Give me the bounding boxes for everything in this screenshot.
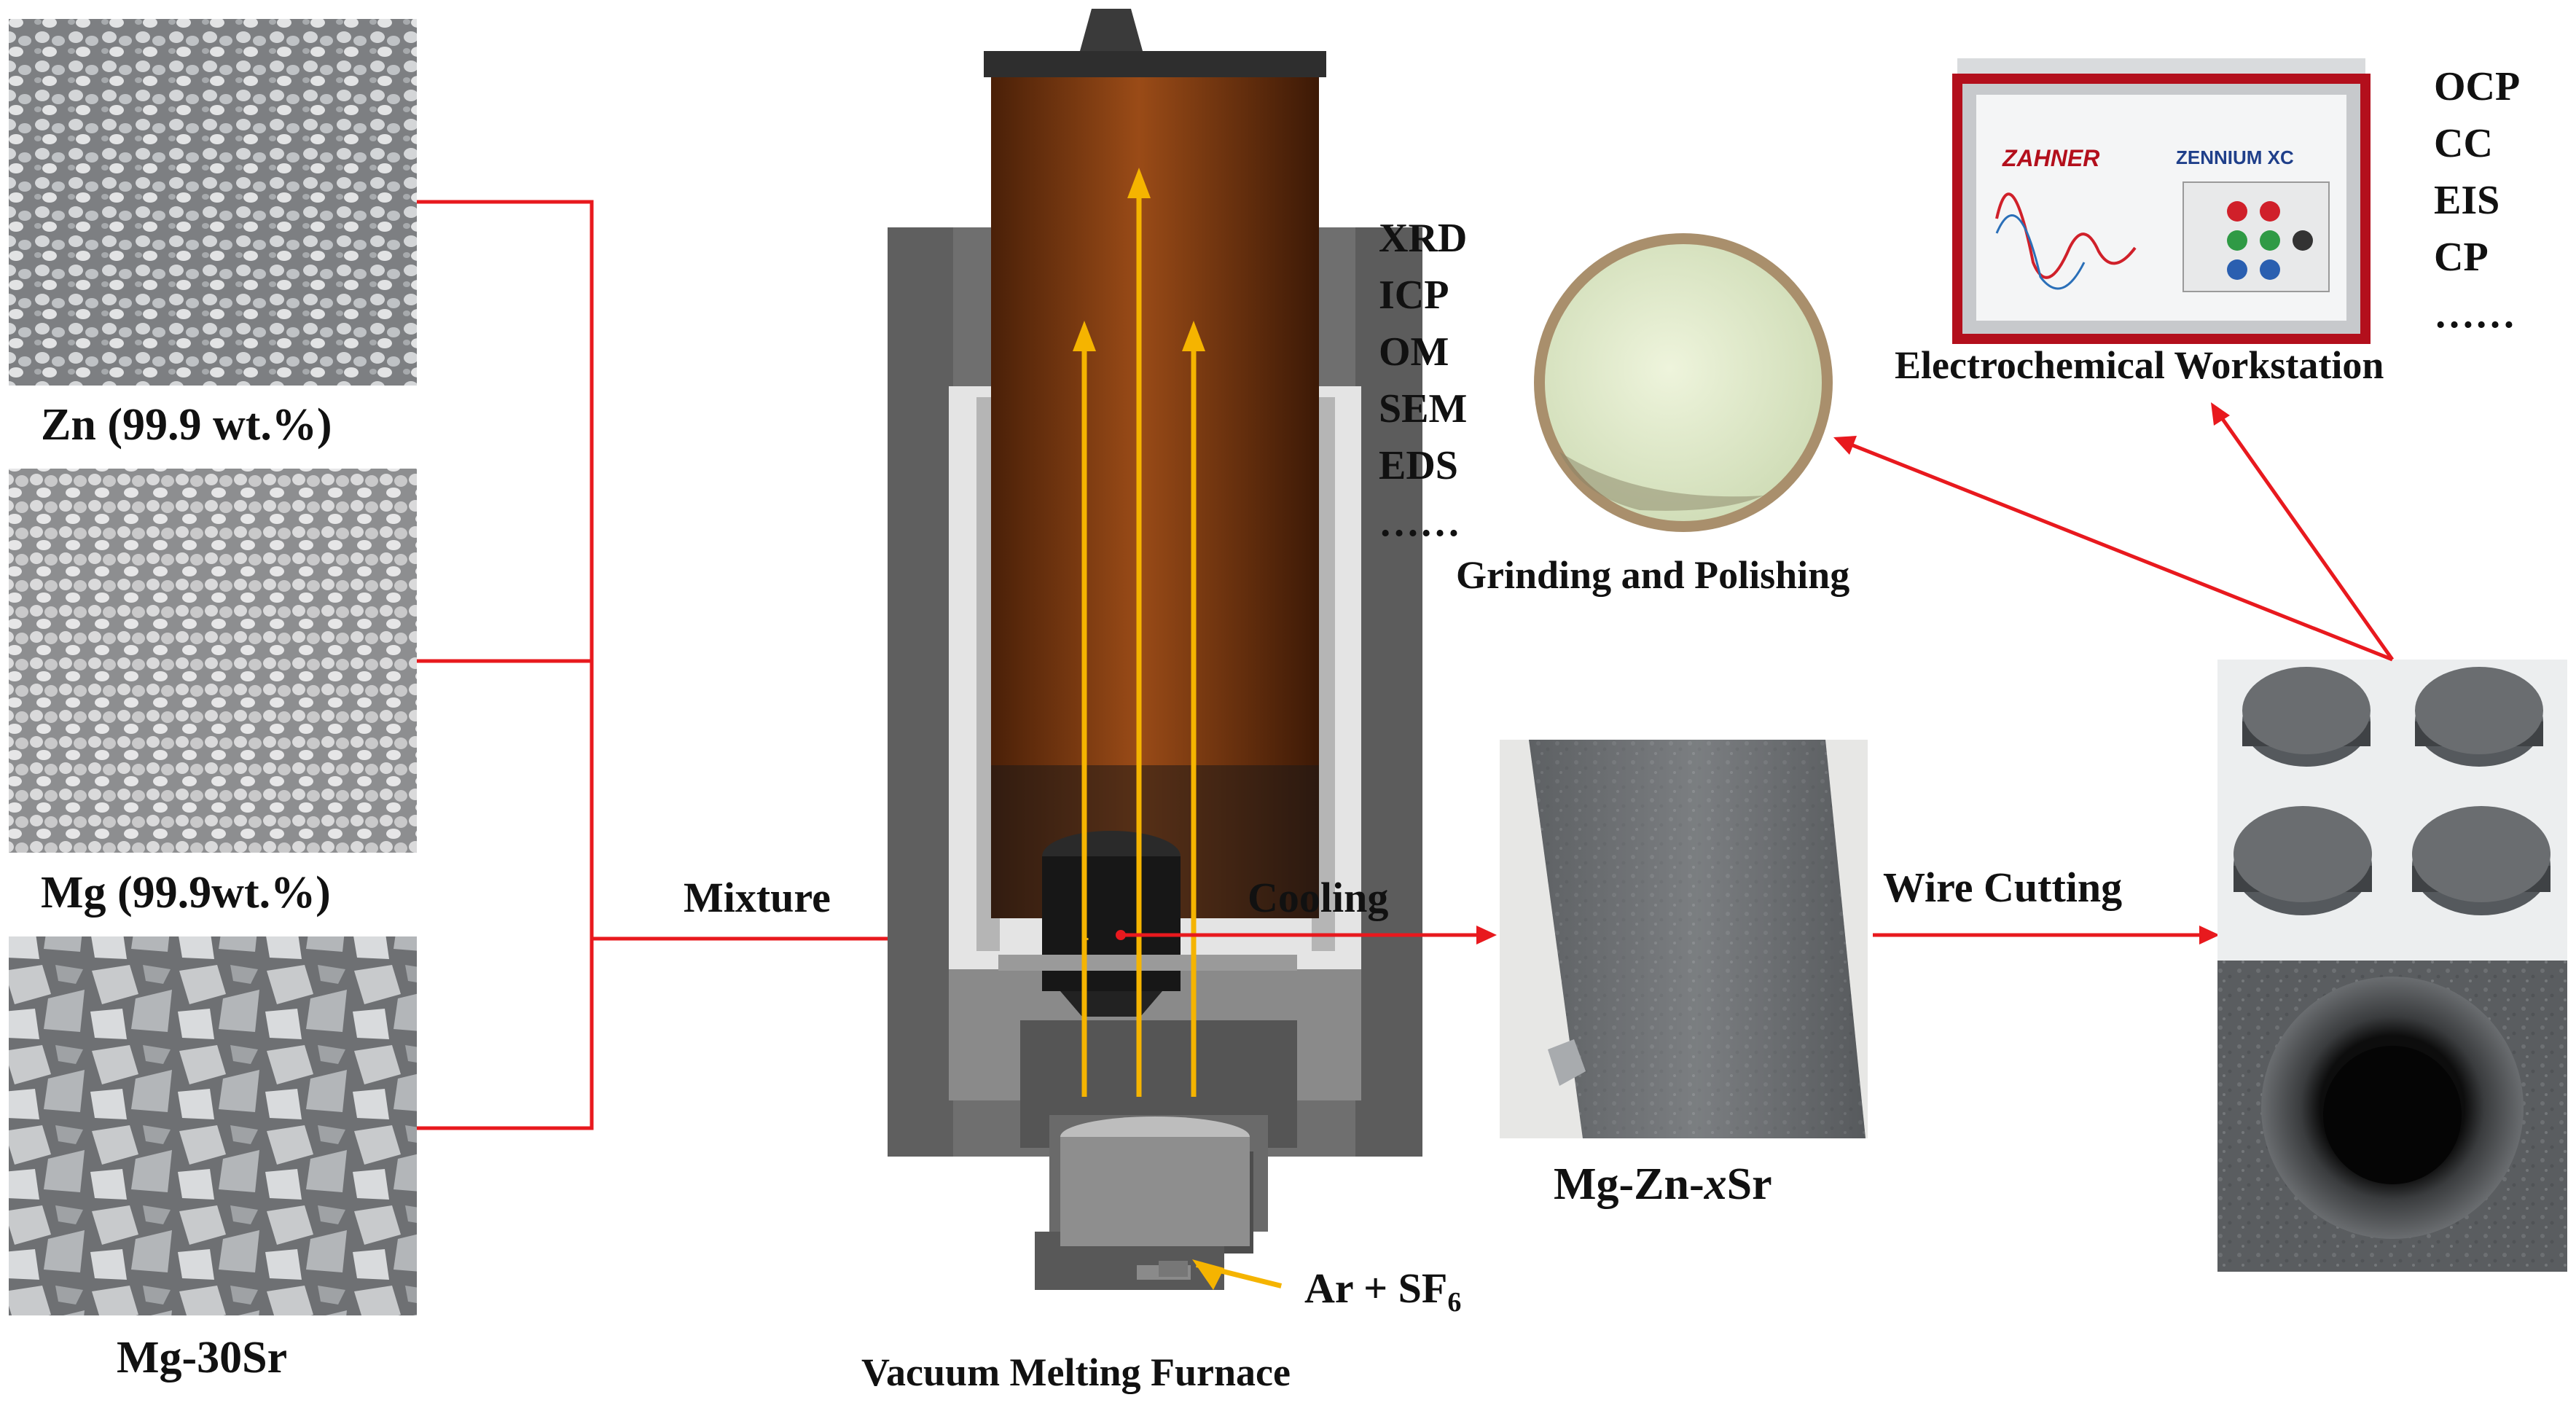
gas-subscript: 6 — [1447, 1287, 1462, 1318]
ingot-suffix: Sr — [1726, 1159, 1772, 1209]
characterization-item: OM — [1379, 329, 1449, 375]
device-model-text: ZENNIUM XC — [2176, 146, 2294, 168]
ingot-label: Mg-Zn-xSr — [1554, 1159, 1772, 1211]
mg-30sr-chunks-photo — [9, 936, 417, 1315]
electrochem-test-item: OCP — [2434, 64, 2521, 109]
cut-samples-photo — [2217, 660, 2567, 1272]
gas-main-text: Ar + SF — [1304, 1264, 1448, 1312]
electrochem-test-item: CP — [2434, 235, 2489, 280]
to-workstation-arrow — [2211, 402, 2395, 661]
gas-inlet-arrow — [1192, 1259, 1283, 1290]
characterization-item: XRD — [1379, 216, 1468, 261]
electrochem-test-item: EIS — [2434, 178, 2500, 223]
electrochemical-workstation-device: ZAHNER ZENNIUM XC — [1952, 58, 2371, 344]
polished-sample-photo — [1534, 233, 1833, 532]
vacuum-furnace-illustration — [888, 9, 1422, 1290]
mg-label: Mg (99.9wt.%) — [41, 868, 331, 918]
ingot-italic: x — [1704, 1159, 1727, 1209]
characterization-item: ICP — [1379, 273, 1449, 318]
mixture-label: Mixture — [684, 874, 831, 921]
characterization-item: SEM — [1379, 386, 1468, 431]
grinding-polishing-label: Grinding and Polishing — [1456, 553, 1850, 597]
electrochem-tests-list: OCP CC EIS CP …… — [2434, 58, 2520, 343]
gas-flow-arrows — [1073, 168, 1205, 1097]
characterization-item: EDS — [1379, 443, 1458, 488]
device-brand-text: ZAHNER — [2002, 145, 2099, 171]
mg-30sr-label: Mg-30Sr — [117, 1333, 288, 1382]
zn-label: Zn (99.9 wt.%) — [41, 400, 332, 450]
zn-granules-photo — [9, 19, 417, 386]
electrochem-test-item: CC — [2434, 121, 2493, 166]
gas-label: Ar + SF6 — [1304, 1264, 1461, 1318]
wire-cutting-label: Wire Cutting — [1883, 864, 2123, 911]
electrochem-test-item: …… — [2434, 292, 2516, 337]
ingot-photo — [1500, 740, 1868, 1138]
characterization-list: XRD ICP OM SEM EDS …… — [1379, 210, 1467, 551]
cooling-label: Cooling — [1248, 874, 1389, 921]
characterization-item: …… — [1379, 500, 1460, 545]
to-polishing-arrow — [1833, 436, 2393, 662]
cooling-arrow — [1116, 926, 1497, 944]
ingot-prefix: Mg-Zn- — [1554, 1159, 1704, 1209]
wire-cutting-arrow — [1873, 926, 2220, 944]
furnace-label: Vacuum Melting Furnace — [861, 1350, 1291, 1394]
mg-pellets-photo — [9, 469, 417, 853]
workstation-label: Electrochemical Workstation — [1895, 343, 2384, 387]
